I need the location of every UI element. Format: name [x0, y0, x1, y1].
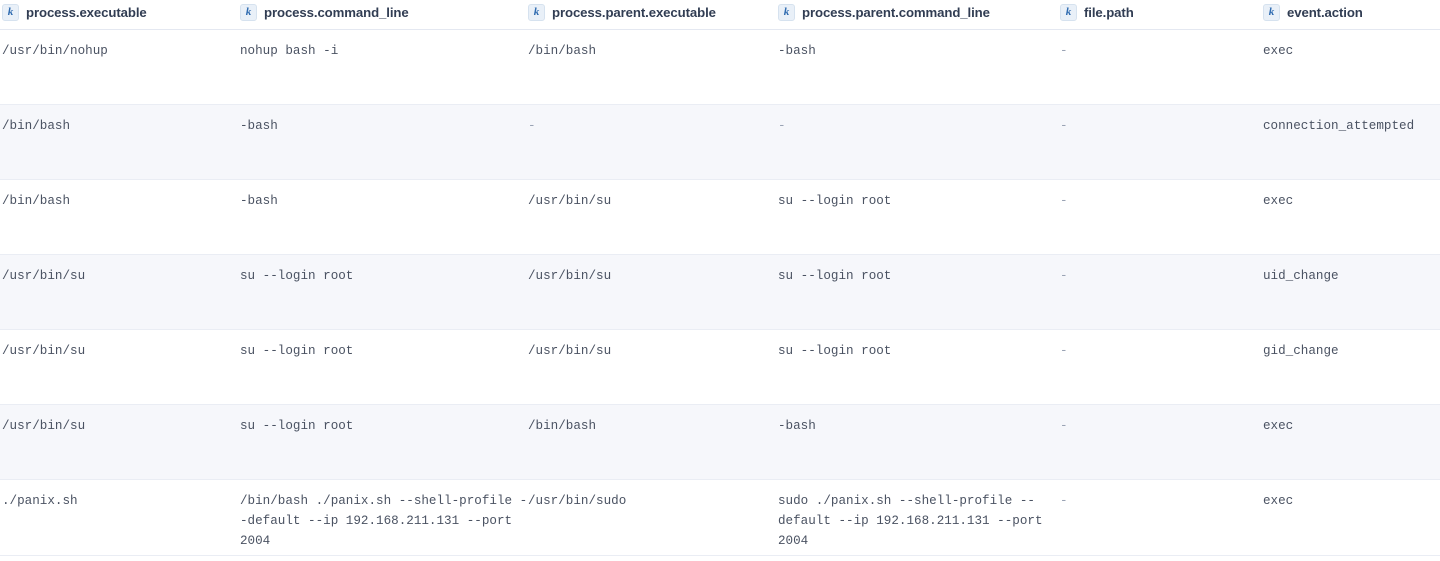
cell-process-parent-command-line: su --login root: [778, 344, 892, 358]
column-header-process-command-line[interactable]: k process.command_line: [240, 0, 528, 21]
cell-process-parent-executable: /bin/bash: [528, 419, 597, 433]
cell-event-action: gid_change: [1263, 344, 1339, 358]
column-header-label: file.path: [1084, 5, 1134, 20]
cell-event-action: uid_change: [1263, 269, 1339, 283]
column-header-process-parent-command-line[interactable]: k process.parent.command_line: [778, 0, 1060, 21]
column-header-file-path[interactable]: k file.path: [1060, 0, 1263, 21]
cell-file-path: -: [1060, 119, 1068, 133]
column-header-label: event.action: [1287, 5, 1363, 20]
cell-process-command-line: su --login root: [240, 344, 354, 358]
grid-body: /usr/bin/nohup nohup bash -i /bin/bash -…: [0, 30, 1440, 556]
column-header-label: process.executable: [26, 5, 147, 20]
column-header-process-executable[interactable]: k process.executable: [0, 0, 240, 21]
cell-process-parent-command-line: su --login root: [778, 269, 892, 283]
cell-event-action: exec: [1263, 494, 1294, 508]
cell-process-parent-command-line: sudo ./panix.sh --shell-profile --defaul…: [778, 494, 1051, 548]
table-row[interactable]: /usr/bin/nohup nohup bash -i /bin/bash -…: [0, 30, 1440, 105]
cell-process-executable: /usr/bin/su: [2, 344, 86, 358]
table-row[interactable]: /usr/bin/su su --login root /bin/bash -b…: [0, 405, 1440, 480]
table-row[interactable]: /bin/bash -bash /usr/bin/su su --login r…: [0, 180, 1440, 255]
table-row[interactable]: /bin/bash -bash - - - connection_attempt…: [0, 105, 1440, 180]
cell-file-path: -: [1060, 344, 1068, 358]
keyword-field-icon: k: [240, 4, 257, 21]
table-row[interactable]: ./panix.sh /bin/bash ./panix.sh --shell-…: [0, 480, 1440, 556]
cell-process-command-line: -bash: [240, 194, 278, 208]
column-header-label: process.command_line: [264, 5, 409, 20]
cell-process-parent-executable: /bin/bash: [528, 44, 597, 58]
cell-process-command-line: -bash: [240, 119, 278, 133]
cell-process-executable: /usr/bin/nohup: [2, 44, 108, 58]
cell-process-parent-executable: /usr/bin/su: [528, 194, 612, 208]
keyword-field-icon: k: [2, 4, 19, 21]
table-row[interactable]: /usr/bin/su su --login root /usr/bin/su …: [0, 330, 1440, 405]
cell-process-parent-command-line: su --login root: [778, 194, 892, 208]
cell-file-path: -: [1060, 194, 1068, 208]
cell-file-path: -: [1060, 44, 1068, 58]
cell-process-parent-executable: -: [528, 119, 536, 133]
keyword-field-icon: k: [778, 4, 795, 21]
table-row[interactable]: /usr/bin/su su --login root /usr/bin/su …: [0, 255, 1440, 330]
cell-process-parent-executable: /usr/bin/sudo: [528, 494, 627, 508]
cell-process-command-line: nohup bash -i: [240, 44, 339, 58]
cell-event-action: exec: [1263, 44, 1294, 58]
column-header-process-parent-executable[interactable]: k process.parent.executable: [528, 0, 778, 21]
cell-file-path: -: [1060, 419, 1068, 433]
column-header-label: process.parent.command_line: [802, 5, 990, 20]
cell-process-executable: /bin/bash: [2, 119, 71, 133]
keyword-field-icon: k: [1263, 4, 1280, 21]
cell-process-executable: /usr/bin/su: [2, 269, 86, 283]
cell-event-action: exec: [1263, 419, 1294, 433]
cell-event-action: exec: [1263, 194, 1294, 208]
cell-process-executable: /usr/bin/su: [2, 419, 86, 433]
keyword-field-icon: k: [528, 4, 545, 21]
cell-process-command-line: su --login root: [240, 419, 354, 433]
keyword-field-icon: k: [1060, 4, 1077, 21]
cell-process-parent-executable: /usr/bin/su: [528, 269, 612, 283]
cell-file-path: -: [1060, 494, 1068, 508]
cell-process-executable: /bin/bash: [2, 194, 71, 208]
column-header-event-action[interactable]: k event.action: [1263, 0, 1440, 21]
cell-process-parent-command-line: -bash: [778, 44, 816, 58]
cell-process-parent-command-line: -: [778, 119, 786, 133]
cell-process-parent-command-line: -bash: [778, 419, 816, 433]
grid-header-row: k process.executable k process.command_l…: [0, 0, 1440, 30]
cell-process-parent-executable: /usr/bin/su: [528, 344, 612, 358]
column-header-label: process.parent.executable: [552, 5, 716, 20]
cell-process-command-line: su --login root: [240, 269, 354, 283]
cell-process-command-line: /bin/bash ./panix.sh --shell-profile --d…: [240, 494, 528, 548]
cell-process-executable: ./panix.sh: [2, 494, 78, 508]
cell-event-action: connection_attempted: [1263, 119, 1415, 133]
cell-file-path: -: [1060, 269, 1068, 283]
